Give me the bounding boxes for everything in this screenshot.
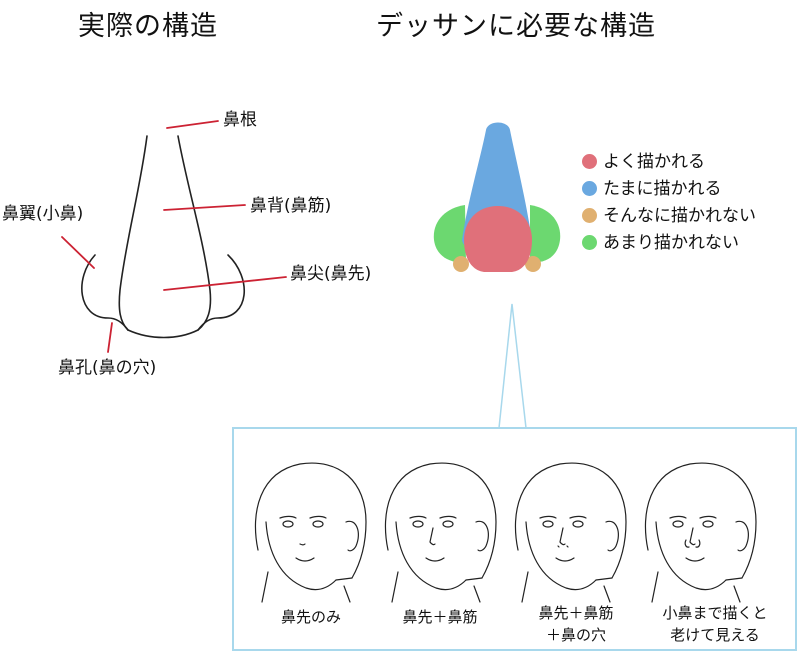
caption-line-2: 老けて見える — [670, 626, 760, 644]
legend-item-sometimes: たまに描かれる — [582, 181, 722, 198]
leader-line-nostril — [107, 322, 113, 353]
example-caption-3: 鼻先＋鼻筋 ＋鼻の穴 — [516, 602, 636, 646]
example-head-4 — [644, 462, 757, 603]
nose-left-contour — [118, 135, 148, 331]
example-head-1 — [254, 462, 367, 603]
caption-line-1: 小鼻まで描くと — [662, 604, 768, 622]
leader-line-root — [166, 120, 219, 129]
caption-line-1: 鼻先のみ — [280, 608, 341, 626]
legend-label: たまに描かれる — [603, 179, 722, 199]
legend-item-rarely: そんなに描かれない — [582, 208, 756, 225]
wing-right-shape — [530, 205, 561, 263]
caption-line-1: 鼻先＋鼻筋 — [402, 608, 478, 626]
legend-dot-blue — [582, 181, 597, 196]
example-caption-1: 鼻先のみ — [256, 606, 366, 628]
nose-right-contour — [177, 135, 212, 331]
label-nose-root: 鼻根 — [223, 110, 257, 130]
example-head-2 — [384, 462, 497, 603]
nose-sketch — [81, 135, 246, 339]
legend-label: あまり描かれない — [603, 233, 739, 253]
examples-panel — [232, 427, 797, 651]
nostril-right-shape — [525, 256, 541, 272]
nostril-left-shape — [453, 256, 469, 272]
legend-item-often: よく描かれる — [582, 154, 705, 171]
label-nostril: 鼻孔(鼻の穴) — [58, 358, 157, 378]
leader-line-wing — [61, 236, 95, 269]
wing-left-shape — [433, 205, 466, 263]
caption-line-1: 鼻先＋鼻筋 — [538, 604, 614, 622]
legend-dot-orange — [582, 208, 597, 223]
simplified-nose — [433, 122, 561, 272]
legend-label: そんなに描かれない — [603, 206, 756, 226]
example-head-3 — [514, 462, 627, 603]
legend-label: よく描かれる — [603, 152, 705, 172]
legend-item-seldom: あまり描かれない — [582, 235, 739, 252]
legend-dot-red — [582, 154, 597, 169]
nose-bottom-curve — [127, 329, 199, 339]
leader-line-tip — [163, 276, 287, 291]
label-nose-bridge: 鼻背(鼻筋) — [250, 196, 332, 216]
title-needed-structure: デッサンに必要な構造 — [376, 11, 656, 42]
caption-line-2: ＋鼻の穴 — [545, 626, 606, 644]
nostril-left-curve — [81, 254, 129, 331]
example-caption-2: 鼻先＋鼻筋 — [380, 606, 500, 628]
legend-dot-green — [582, 235, 597, 250]
leader-lines — [61, 120, 287, 353]
example-caption-4: 小鼻まで描くと 老けて見える — [650, 602, 780, 646]
leader-line-bridge — [163, 204, 246, 211]
tip-shape — [464, 206, 532, 272]
label-nose-tip: 鼻尖(鼻先) — [290, 264, 372, 284]
nostril-right-curve — [197, 254, 246, 331]
label-nose-wing: 鼻翼(小鼻) — [2, 204, 84, 224]
title-actual-structure: 実際の構造 — [78, 11, 218, 42]
callout-connector — [498, 303, 527, 429]
